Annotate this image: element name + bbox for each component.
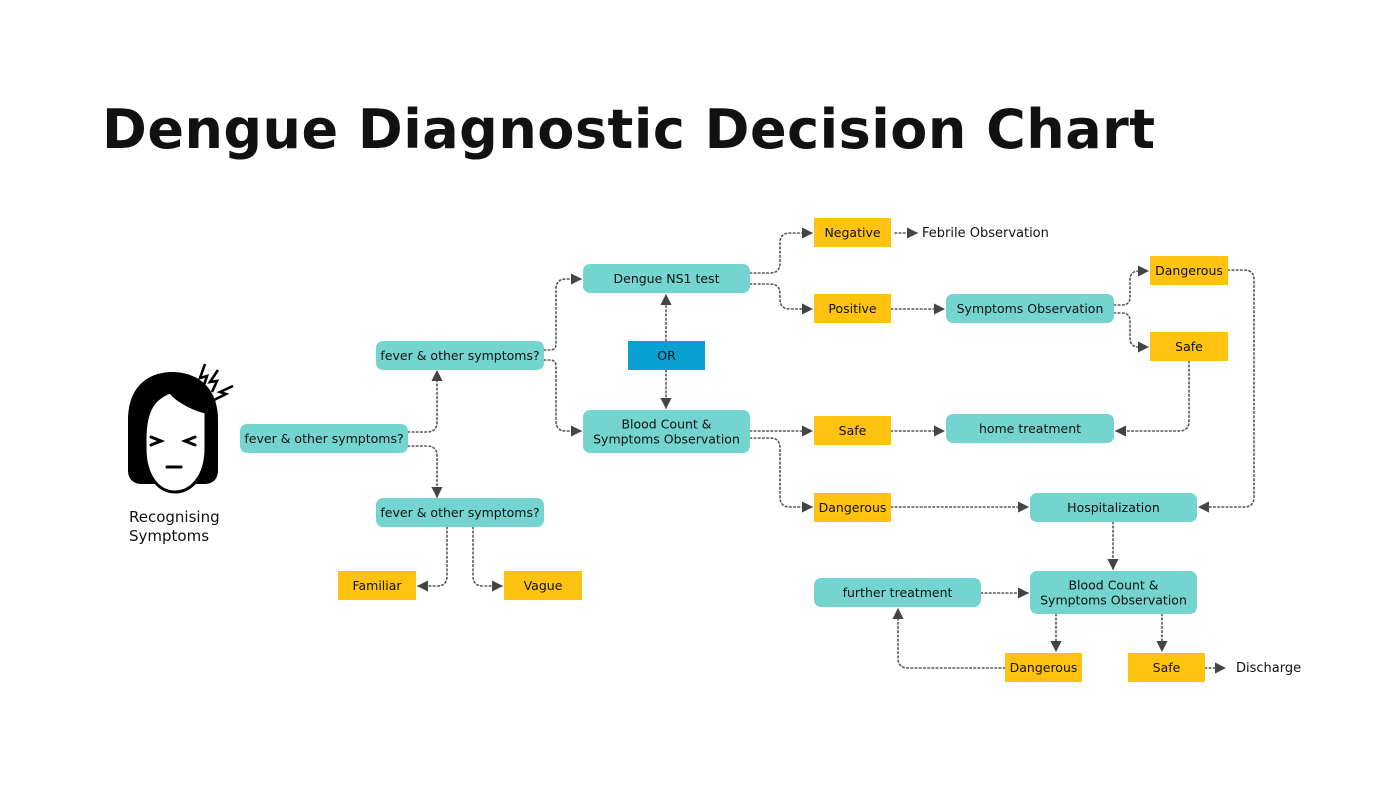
figure-caption: Recognising Symptoms — [129, 508, 224, 545]
edge-dang_top-to-hosp — [1197, 269, 1255, 513]
node-label: Dangerous — [1155, 263, 1223, 278]
process-box — [376, 341, 544, 370]
node-label: fever & other symptoms? — [244, 431, 403, 446]
node-safe-top: Safe — [1150, 332, 1228, 361]
node-negative: Negative — [814, 218, 891, 247]
node-label: Febrile Observation — [922, 226, 1049, 241]
process-box — [240, 424, 408, 453]
outcome-box — [1128, 653, 1205, 682]
node-label: fever & other symptoms? — [380, 348, 539, 363]
process-box — [1030, 571, 1197, 614]
node-or: OR — [628, 341, 705, 370]
node-label: Vague — [524, 578, 563, 593]
node-positive: Positive — [814, 294, 891, 323]
node-label: OR — [657, 348, 676, 363]
node-label: Discharge — [1236, 661, 1301, 676]
node-blood2: Blood Count &Symptoms Observation — [1030, 571, 1197, 614]
node-label: fever & other symptoms? — [380, 505, 539, 520]
node-safe-bot: Safe — [1128, 653, 1205, 682]
node-label: Hospitalization — [1067, 500, 1160, 515]
outcome-box — [1150, 256, 1228, 285]
node-discharge: Discharge — [1236, 661, 1301, 676]
edge-q_lower-to-familiar — [416, 526, 448, 592]
nodes-layer: fever & other symptoms? fever & other sym… — [240, 218, 1301, 682]
edge-ns1-to-negative — [749, 227, 814, 274]
outcome-box — [814, 416, 891, 445]
node-symobs: Symptoms Observation — [946, 294, 1114, 323]
edge-q_root-to-q_lower — [407, 445, 443, 499]
node-label: further treatment — [843, 585, 953, 600]
process-box — [583, 264, 750, 293]
process-box — [946, 414, 1114, 443]
node-label: Positive — [828, 301, 876, 316]
edge-ns1-to-positive — [749, 283, 814, 315]
node-label: Dangerous — [1010, 660, 1078, 675]
outcome-box — [1005, 653, 1082, 682]
outcome-box — [504, 571, 582, 600]
node-febrile: Febrile Observation — [922, 226, 1049, 241]
edge-symobs-to-dang_top — [1113, 265, 1150, 306]
process-box — [1030, 493, 1197, 522]
node-label: Symptoms Observation — [957, 301, 1104, 316]
node-label: Dangerous — [819, 500, 887, 515]
node-q-lower: fever & other symptoms? — [376, 498, 544, 527]
process-box — [583, 410, 750, 453]
outcome-box — [814, 294, 891, 323]
node-hosp: Hospitalization — [1030, 493, 1197, 522]
node-dang-mid: Dangerous — [814, 493, 891, 522]
edge-blood1-to-dang_mid — [749, 437, 814, 513]
process-box — [946, 294, 1114, 323]
node-label: home treatment — [979, 421, 1081, 436]
edge-q_upper-to-ns1 — [543, 273, 583, 351]
node-label: Safe — [839, 423, 867, 438]
outcome-box — [814, 218, 891, 247]
node-ns1: Dengue NS1 test — [583, 264, 750, 293]
node-further: further treatment — [814, 578, 981, 607]
node-dang-top: Dangerous — [1150, 256, 1228, 285]
node-home: home treatment — [946, 414, 1114, 443]
edge-symobs-to-safe_top — [1113, 312, 1150, 353]
node-label: Blood Count &Symptoms Observation — [1040, 578, 1187, 608]
edge-safe_top-to-home — [1114, 360, 1190, 437]
edges-layer — [407, 227, 1255, 674]
edge-q_lower-to-vague — [472, 526, 504, 592]
process-box — [814, 578, 981, 607]
node-label: Safe — [1153, 660, 1181, 675]
node-vague: Vague — [504, 571, 582, 600]
node-q-upper: fever & other symptoms? — [376, 341, 544, 370]
edge-q_upper-to-blood1 — [543, 359, 583, 437]
node-label: Familiar — [352, 578, 402, 593]
node-label: Negative — [824, 225, 880, 240]
node-familiar: Familiar — [338, 571, 416, 600]
headache-face-icon — [128, 363, 234, 494]
node-blood1: Blood Count &Symptoms Observation — [583, 410, 750, 453]
node-q-root: fever & other symptoms? — [240, 424, 408, 453]
outcome-box — [814, 493, 891, 522]
node-label: Blood Count &Symptoms Observation — [593, 417, 740, 447]
edge-q_root-to-q_upper — [407, 369, 443, 433]
node-dang-bot: Dangerous — [1005, 653, 1082, 682]
connector-box — [628, 341, 705, 370]
edge-dang_bot-to-further — [892, 607, 1006, 669]
node-label: Dengue NS1 test — [614, 271, 720, 286]
outcome-box — [1150, 332, 1228, 361]
process-box — [376, 498, 544, 527]
node-label: Safe — [1175, 339, 1203, 354]
node-safe-mid: Safe — [814, 416, 891, 445]
outcome-box — [338, 571, 416, 600]
page-title: Dengue Diagnostic Decision Chart — [102, 98, 1156, 161]
